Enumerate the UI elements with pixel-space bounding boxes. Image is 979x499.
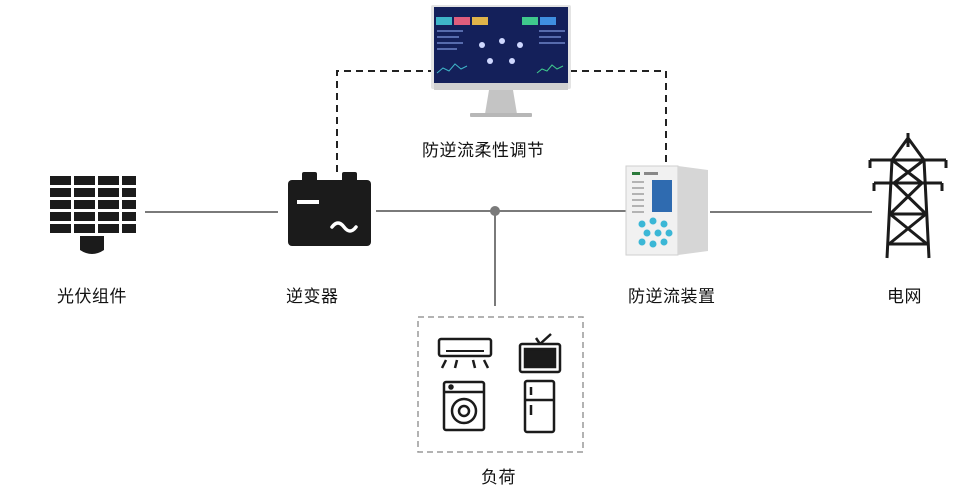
television-icon xyxy=(518,333,562,374)
dashed-monitor-device xyxy=(570,70,667,164)
junction-dot xyxy=(490,206,500,216)
label-grid: 电网 xyxy=(887,287,922,307)
load-group-box xyxy=(417,316,584,453)
label-flexible-regulation: 防逆流柔性调节 xyxy=(422,141,545,161)
label-inverter: 逆变器 xyxy=(286,287,339,307)
pv-panel-icon xyxy=(50,176,136,254)
monitor-icon xyxy=(431,5,571,117)
anti-backflow-device-icon xyxy=(625,165,708,256)
label-load: 负荷 xyxy=(481,468,516,488)
label-anti-backflow-device: 防逆流装置 xyxy=(628,287,716,307)
refrigerator-icon xyxy=(523,379,556,434)
washing-machine-icon xyxy=(442,380,486,432)
inverter-icon xyxy=(288,172,371,246)
dashed-inverter-monitor xyxy=(336,70,434,172)
label-pv-modules: 光伏组件 xyxy=(57,287,127,307)
air-conditioner-icon xyxy=(437,337,493,369)
transmission-tower-icon xyxy=(868,133,948,259)
